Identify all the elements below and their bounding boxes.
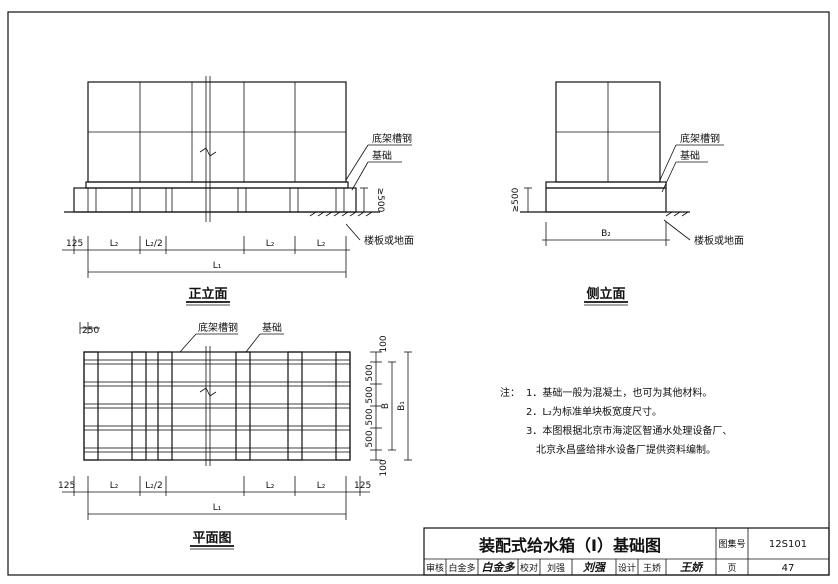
dim-l2-plan-c: L₂ (317, 481, 326, 491)
review-label: 审核 (426, 562, 444, 574)
dim-height-side: ≥500 (511, 187, 521, 212)
plan-strip-3 (157, 351, 173, 461)
plan-strip-4 (235, 351, 251, 461)
dim-l1-front: L₁ (213, 261, 222, 271)
dim-edge-plan-left: 125 (58, 481, 75, 491)
dim-l2-front-c: L₂ (317, 239, 326, 249)
dim-l2-front-b: L₂ (266, 239, 275, 249)
atlas-number: 12S101 (769, 539, 807, 550)
plan-foundation-outline (83, 351, 351, 461)
dim-b1-plan: B₁ (397, 401, 407, 411)
check-label: 校对 (520, 562, 538, 574)
plan-strip-6 (335, 351, 351, 461)
dim-l2-plan-b: L₂ (266, 481, 275, 491)
dim-500-d: 500 (365, 430, 375, 447)
plan-view: 250 底架槽钢 基础 100 500 (58, 321, 412, 550)
foundation-front (73, 187, 357, 213)
label-foundation-front: 基础 (372, 149, 392, 162)
note-1: 1．基础一般为混凝土，也可为其他材料。 (526, 386, 712, 399)
dim-100-bottom: 100 (379, 459, 389, 476)
atlas-label: 图集号 (718, 538, 745, 550)
dim-l1-plan: L₁ (213, 503, 222, 513)
foundation-side (545, 187, 667, 213)
channel-steel-front (85, 181, 349, 189)
title-front-elevation: 正立面 (188, 286, 227, 302)
label-channel-front: 底架槽钢 (372, 132, 412, 145)
reviewer-name: 白金多 (448, 562, 475, 574)
dim-height-front: ≥500 (375, 188, 385, 213)
title-plan: 平面图 (192, 531, 231, 546)
dim-l2-half-plan: L₂/2 (145, 481, 162, 491)
design-label: 设计 (618, 562, 636, 574)
dim-l2-front-a: L₂ (110, 239, 119, 249)
label-channel-side: 底架槽钢 (680, 132, 720, 145)
designer-name: 王娇 (643, 563, 661, 574)
label-floor-front: 楼板或地面 (364, 234, 414, 247)
note-2: 2．L₂为标准单块板宽度尺寸。 (526, 405, 662, 418)
note-3: 3．本图根据北京市海淀区智通水处理设备厂、 (526, 424, 732, 437)
dim-l2-half-front: L₂/2 (145, 239, 162, 249)
designer-signature: 王娇 (680, 561, 704, 574)
dim-500-a: 500 (365, 364, 375, 381)
dim-b2-side: B₂ (601, 229, 611, 239)
drawing-title: 装配式给水箱（Ⅰ）基础图 (478, 536, 661, 555)
dim-edge-plan-right: 125 (354, 481, 371, 491)
front-elevation: 底架槽钢 基础 楼板或地面 ≥500 125 L₂ L₂/2 L₂ L₂ L₁ … (62, 76, 414, 306)
dim-l2-plan-a: L₂ (110, 481, 119, 491)
dim-b-plan: B (381, 403, 391, 409)
dim-500-b: 500 (365, 386, 375, 403)
page-number: 47 (782, 563, 795, 574)
checker-name: 刘强 (547, 562, 565, 574)
dim-edge-front: 125 (66, 239, 83, 249)
label-foundation-side: 基础 (680, 149, 700, 162)
dim-100-top: 100 (379, 335, 389, 352)
title-block: 装配式给水箱（Ⅰ）基础图 图集号 12S101 审核 白金多 白金多 校对 刘强… (423, 527, 830, 576)
dim-500-c: 500 (365, 408, 375, 425)
dim-250-plan: 250 (82, 326, 99, 336)
label-foundation-plan: 基础 (262, 321, 282, 334)
plan-strip-1 (83, 351, 99, 461)
note-4: 北京永昌盛给排水设备厂提供资料编制。 (536, 443, 716, 456)
plan-strip-5 (287, 351, 303, 461)
label-floor-side: 楼板或地面 (694, 234, 744, 247)
channel-steel-side (545, 181, 667, 189)
checker-signature: 刘强 (583, 561, 607, 574)
label-channel-plan: 底架槽钢 (198, 321, 238, 334)
title-side-elevation: 侧立面 (586, 286, 625, 302)
sheet-border (7, 11, 830, 576)
plan-strip-2 (131, 351, 147, 461)
reviewer-signature: 白金多 (482, 561, 516, 574)
page-label: 页 (727, 563, 736, 574)
side-elevation: 底架槽钢 基础 楼板或地面 ≥500 B₂ 侧立面 (511, 81, 744, 306)
notes-prefix: 注： (500, 386, 520, 399)
notes: 注： 1．基础一般为混凝土，也可为其他材料。 2．L₂为标准单块板宽度尺寸。 3… (500, 386, 732, 456)
